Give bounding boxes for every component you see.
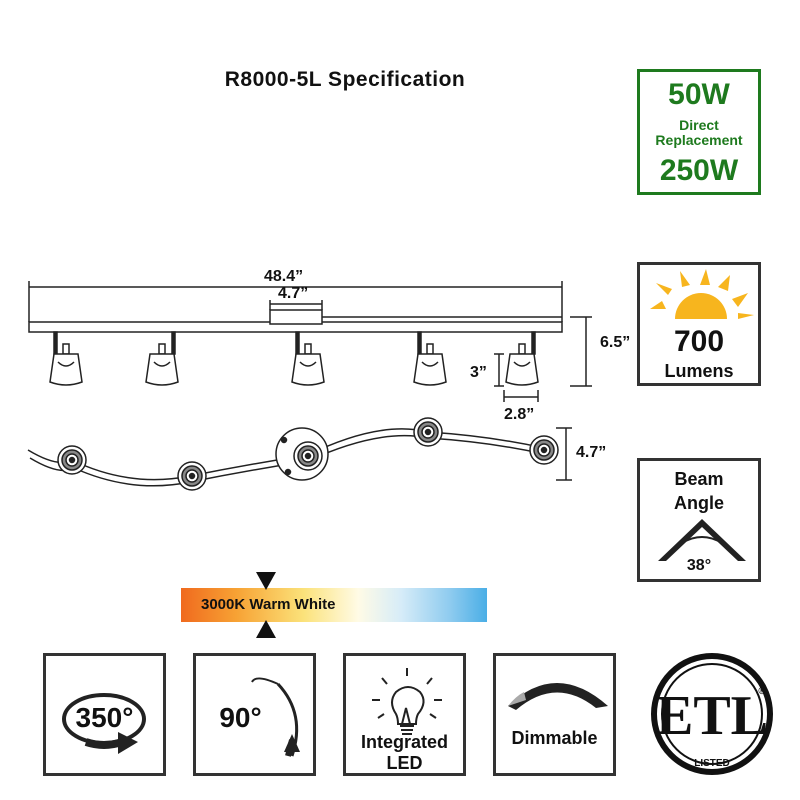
beam-angle-value: 38° [686, 557, 712, 574]
integrated-led-feature-box: Integrated LED [343, 653, 466, 776]
tilt-label: 90° [219, 702, 262, 733]
rotate-350-icon [62, 693, 146, 754]
light-head-top [529, 435, 559, 465]
page-title: R8000-5L Specification [224, 68, 466, 91]
head-width-dimension: 2.8” [504, 406, 535, 423]
light-head-front [505, 331, 539, 386]
length-dimension: 48.4” [264, 268, 304, 285]
light-head-top [293, 441, 323, 471]
beam-angle-badge: Beam Angle 38° [637, 458, 761, 582]
led-text: LED [386, 753, 423, 773]
direct-replacement-label: Direct Replacement [640, 118, 758, 148]
tilt-feature-box: 90° [193, 653, 316, 776]
light-head-front [145, 331, 179, 386]
curve-depth-dimension: 4.7” [576, 444, 607, 461]
equivalent-wattage-label: 250W [659, 154, 739, 187]
dimmer-icon [508, 683, 608, 710]
head-height-dimension: 3” [470, 364, 487, 381]
dimmable-feature-box: Dimmable [493, 653, 616, 776]
light-head-top [57, 445, 87, 475]
light-head-front [49, 331, 83, 386]
lumens-value: 700 [673, 325, 725, 358]
beam-text: Beam [674, 469, 724, 489]
canopy-dimension: 4.7” [278, 285, 309, 302]
beam-angle-title: Beam Angle [640, 467, 758, 515]
light-head-front [291, 331, 325, 386]
lumens-badge: 700 Lumens [637, 262, 761, 386]
rotation-feature-box: 350° [43, 653, 166, 776]
lumens-label: Lumens [664, 361, 734, 381]
svg-text:LISTED: LISTED [694, 758, 730, 769]
svg-text:ETL: ETL [656, 685, 768, 747]
light-bulb-icon [372, 668, 442, 735]
integrated-led-label: Integrated LED [346, 732, 463, 774]
rotation-label: 350° [75, 702, 134, 733]
angle-text: Angle [673, 493, 724, 513]
replacement-badge: 50W Direct Replacement 250W [637, 69, 761, 195]
svg-text:®: ® [758, 686, 766, 697]
etl-listed-logo: ETL LISTED ® [651, 653, 773, 775]
tilt-90-icon [251, 677, 300, 757]
integrated-text: Integrated [360, 732, 448, 752]
light-head-top [413, 417, 443, 447]
sun-icon [650, 269, 754, 319]
wattage-label: 50W [668, 78, 730, 111]
replacement-text: Replacement [655, 132, 743, 148]
direct-text: Direct [679, 117, 719, 133]
dimmable-label: Dimmable [511, 728, 598, 748]
height-dimension: 6.5” [600, 334, 631, 351]
light-head-top [177, 461, 207, 491]
beam-angle-icon [658, 519, 746, 561]
color-temperature-label: 3000K Warm White [201, 596, 336, 613]
light-head-front [413, 331, 447, 386]
color-temperature-bar: 3000K Warm White [181, 588, 487, 622]
